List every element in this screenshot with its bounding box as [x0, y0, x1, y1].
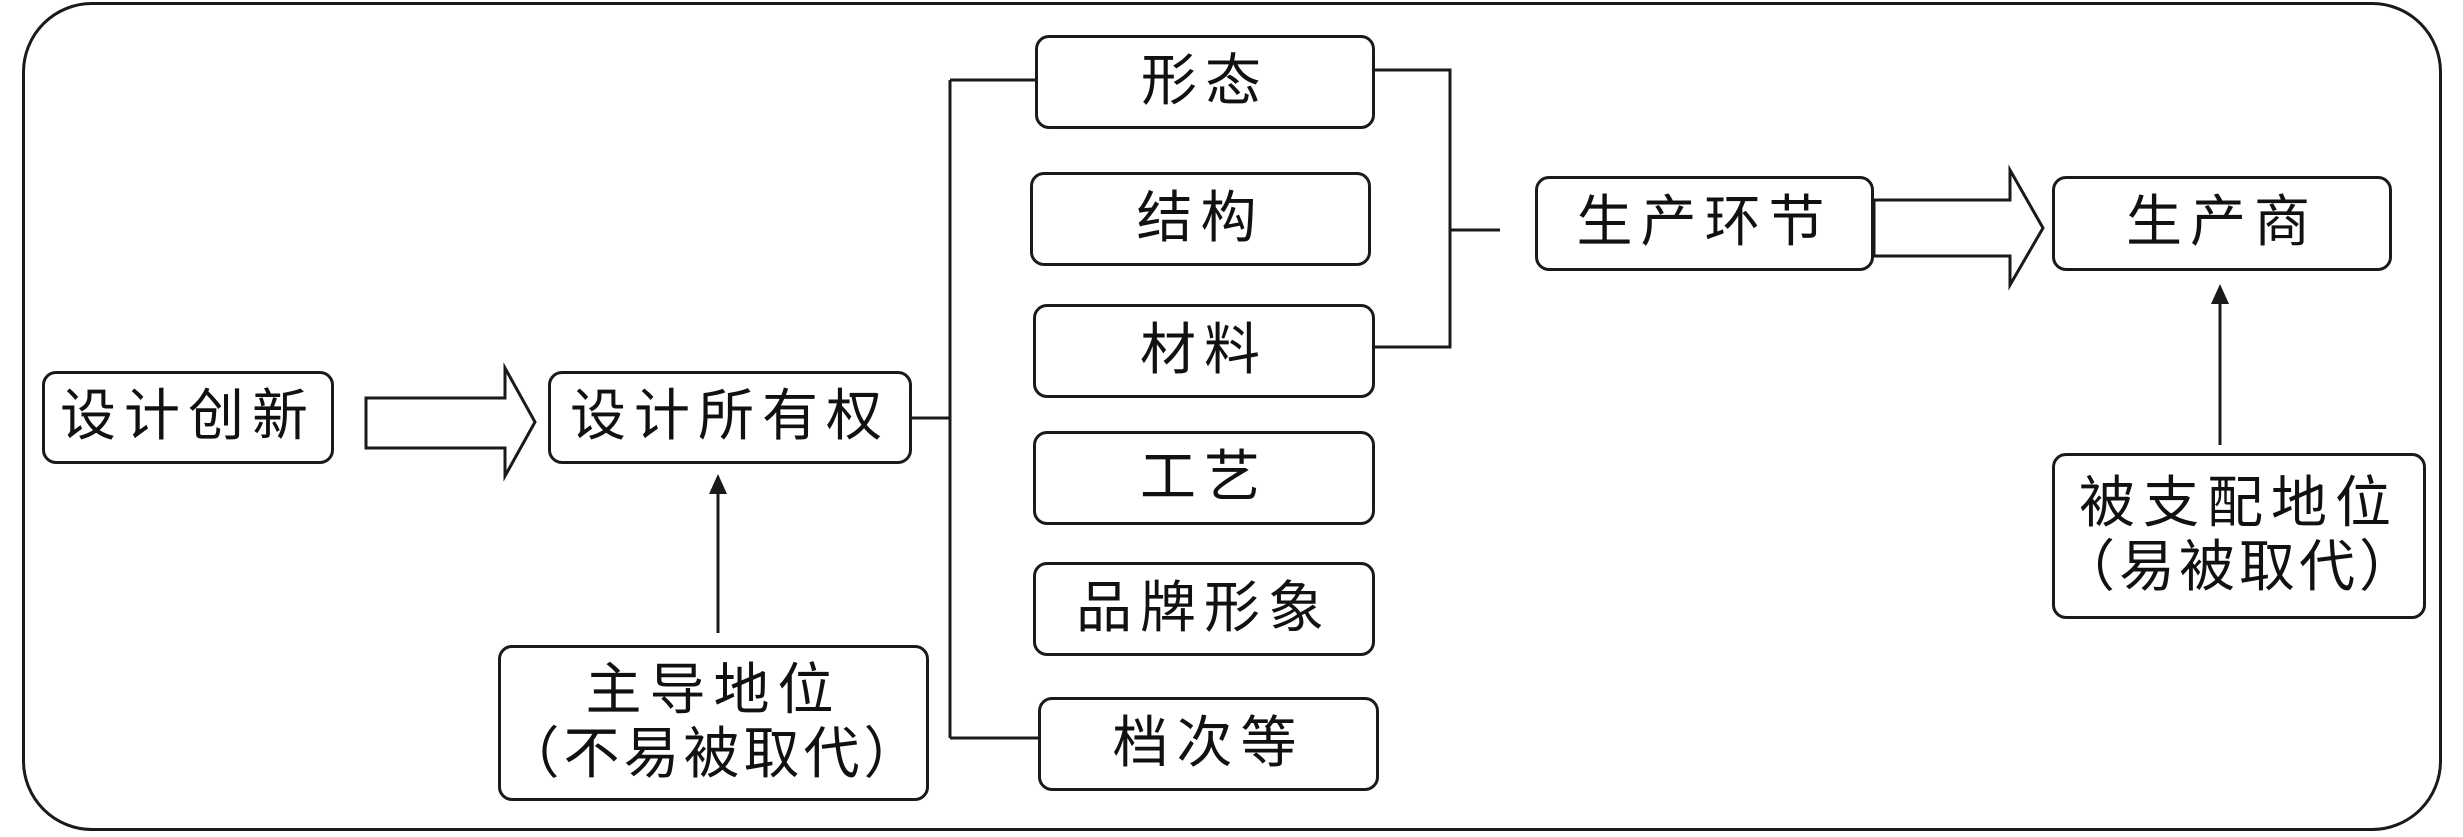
node-brand-image: 品牌形象 — [1033, 562, 1375, 656]
node-grade-label: 档次等 — [1112, 710, 1305, 776]
node-material: 材料 — [1033, 304, 1375, 398]
node-design-ownership: 设计所有权 — [548, 371, 912, 464]
arrowhead-subordinate — [2211, 284, 2229, 304]
node-design-innovation-label: 设计创新 — [60, 384, 316, 450]
node-dominant-position: 主导地位 （不易被取代） — [498, 645, 929, 801]
node-form: 形态 — [1035, 35, 1375, 129]
node-design-innovation: 设计创新 — [42, 371, 334, 464]
node-craft: 工艺 — [1033, 431, 1375, 525]
node-material-label: 材料 — [1140, 317, 1268, 383]
node-form-label: 形态 — [1141, 48, 1269, 114]
node-subordinate-position-line2: （易被取代） — [2059, 535, 2419, 600]
node-brand-image-label: 品牌形象 — [1076, 575, 1332, 641]
node-production-label: 生产环节 — [1576, 190, 1833, 256]
arrowhead-dominant — [709, 474, 727, 494]
node-subordinate-position: 被支配地位 （易被取代） — [2052, 453, 2426, 619]
hollow-arrow-production-to-producer — [1872, 164, 2045, 291]
hollow-arrow-innovation-to-ownership — [364, 362, 537, 482]
node-structure: 结构 — [1030, 172, 1371, 266]
node-dominant-position-line1: 主导地位 — [585, 657, 842, 723]
diagram-frame — [22, 2, 2442, 831]
node-producer-label: 生产商 — [2126, 190, 2318, 256]
bracket-right — [1375, 68, 1452, 349]
node-design-ownership-label: 设计所有权 — [570, 384, 890, 450]
node-producer: 生产商 — [2052, 176, 2392, 271]
node-craft-label: 工艺 — [1140, 444, 1268, 510]
node-production: 生产环节 — [1535, 176, 1874, 271]
node-dominant-position-line2: （不易被取代） — [503, 722, 924, 787]
node-grade: 档次等 — [1038, 697, 1379, 791]
node-structure-label: 结构 — [1136, 185, 1265, 251]
node-subordinate-position-line1: 被支配地位 — [2079, 470, 2399, 536]
